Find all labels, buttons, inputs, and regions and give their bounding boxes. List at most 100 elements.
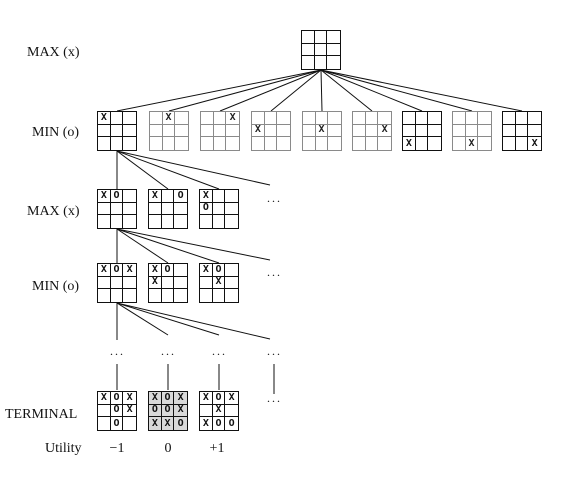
edge-root-to-min-4 bbox=[270, 69, 322, 112]
board-cell bbox=[478, 137, 491, 150]
board-cell: X bbox=[200, 190, 213, 203]
board-cell bbox=[314, 31, 328, 44]
row-label-max-1: MAX (x) bbox=[27, 45, 80, 60]
board-cell bbox=[174, 264, 187, 277]
board-cell bbox=[453, 112, 466, 125]
board-cell bbox=[353, 137, 366, 150]
board-cell: X bbox=[123, 264, 136, 277]
board-cell bbox=[478, 125, 491, 138]
row-label-min-1: MIN (o) bbox=[32, 125, 80, 140]
board-cell bbox=[150, 124, 163, 138]
board-cell: X bbox=[466, 137, 479, 150]
board-cell bbox=[327, 31, 340, 44]
board-cell bbox=[213, 215, 226, 228]
board-cell bbox=[150, 112, 163, 125]
board-cell: X bbox=[98, 392, 111, 405]
board-cell: X bbox=[225, 392, 238, 405]
board-cell bbox=[277, 112, 290, 125]
board-cell: O bbox=[149, 404, 162, 418]
board-cell bbox=[353, 112, 366, 125]
edge-min2-to-more bbox=[116, 302, 271, 340]
board-cell bbox=[225, 289, 238, 302]
board-cell bbox=[123, 125, 136, 138]
board-cell: X bbox=[98, 190, 111, 203]
board-cell bbox=[225, 264, 238, 277]
board-cell bbox=[277, 125, 290, 138]
board-cell bbox=[328, 112, 341, 125]
ellipsis-deeper-3: ··· bbox=[211, 347, 227, 361]
board-cell bbox=[528, 125, 541, 138]
board-cell: X bbox=[162, 112, 176, 125]
board-cell bbox=[302, 31, 315, 44]
min-board-1: X bbox=[97, 111, 137, 151]
row-label-max-2: MAX (x) bbox=[27, 204, 80, 219]
board-cell bbox=[149, 215, 162, 228]
board-cell bbox=[98, 417, 111, 430]
board-cell bbox=[314, 43, 328, 57]
board-cell bbox=[303, 137, 316, 150]
board-cell: X bbox=[531, 137, 538, 149]
edge-root-to-min-8 bbox=[320, 69, 473, 112]
board-cell bbox=[428, 137, 441, 150]
board-cell bbox=[327, 44, 340, 57]
board-cell: X bbox=[162, 417, 175, 430]
board-cell bbox=[303, 112, 316, 125]
ellipsis-min2: ··· bbox=[266, 268, 282, 282]
board-cell bbox=[123, 289, 136, 302]
board-cell bbox=[162, 124, 176, 138]
board-cell bbox=[213, 112, 227, 125]
edge-min2-to-deeper-3 bbox=[116, 302, 220, 336]
board-cell: X bbox=[226, 112, 239, 125]
board-cell bbox=[175, 137, 188, 150]
board-cell bbox=[98, 202, 111, 216]
board-cell: X bbox=[149, 264, 162, 277]
board-cell bbox=[110, 276, 124, 290]
board-cell bbox=[277, 137, 290, 150]
edge-root-to-min-6 bbox=[320, 69, 373, 112]
board-cell bbox=[353, 124, 366, 138]
min-board-4: X bbox=[251, 111, 291, 151]
board-cell bbox=[213, 124, 227, 138]
min-board-8: X bbox=[452, 111, 492, 151]
min-board-6: X bbox=[352, 111, 392, 151]
board-cell bbox=[110, 112, 124, 125]
board-cell bbox=[403, 112, 416, 125]
board-cell: X bbox=[123, 392, 136, 405]
min-board-7: X bbox=[402, 111, 442, 151]
board-cell: O bbox=[161, 392, 175, 405]
board-cell: X bbox=[200, 417, 213, 430]
board-cell bbox=[503, 112, 516, 125]
board-cell: X bbox=[212, 404, 226, 418]
edge-max2-to-min-3 bbox=[116, 228, 220, 264]
board-cell bbox=[315, 56, 328, 69]
board-cell bbox=[428, 112, 441, 125]
board-cell bbox=[225, 203, 238, 216]
board-cell bbox=[111, 137, 124, 150]
board-cell bbox=[503, 124, 516, 138]
board-cell: X bbox=[123, 405, 136, 418]
min-board-3: X bbox=[200, 111, 240, 151]
board-cell bbox=[378, 137, 391, 150]
board-cell bbox=[162, 215, 175, 228]
row-label-terminal: TERMINAL bbox=[5, 407, 78, 422]
ellipsis-deeper-1: ··· bbox=[109, 347, 125, 361]
board-cell bbox=[123, 215, 136, 228]
board-cell bbox=[213, 289, 226, 302]
board-cell: X bbox=[149, 190, 162, 203]
board-cell bbox=[225, 405, 238, 418]
board-cell bbox=[302, 56, 315, 69]
board-cell bbox=[226, 125, 239, 138]
board-cell: X bbox=[200, 392, 213, 405]
board-cell bbox=[416, 137, 429, 150]
board-cell bbox=[316, 137, 329, 150]
board-cell bbox=[161, 190, 175, 203]
board-cell: X bbox=[174, 405, 187, 418]
board-cell bbox=[123, 137, 136, 150]
board-cell bbox=[264, 124, 278, 138]
board-cell: X bbox=[98, 112, 111, 125]
board-cell: X bbox=[403, 137, 416, 150]
board-cell bbox=[265, 137, 278, 150]
